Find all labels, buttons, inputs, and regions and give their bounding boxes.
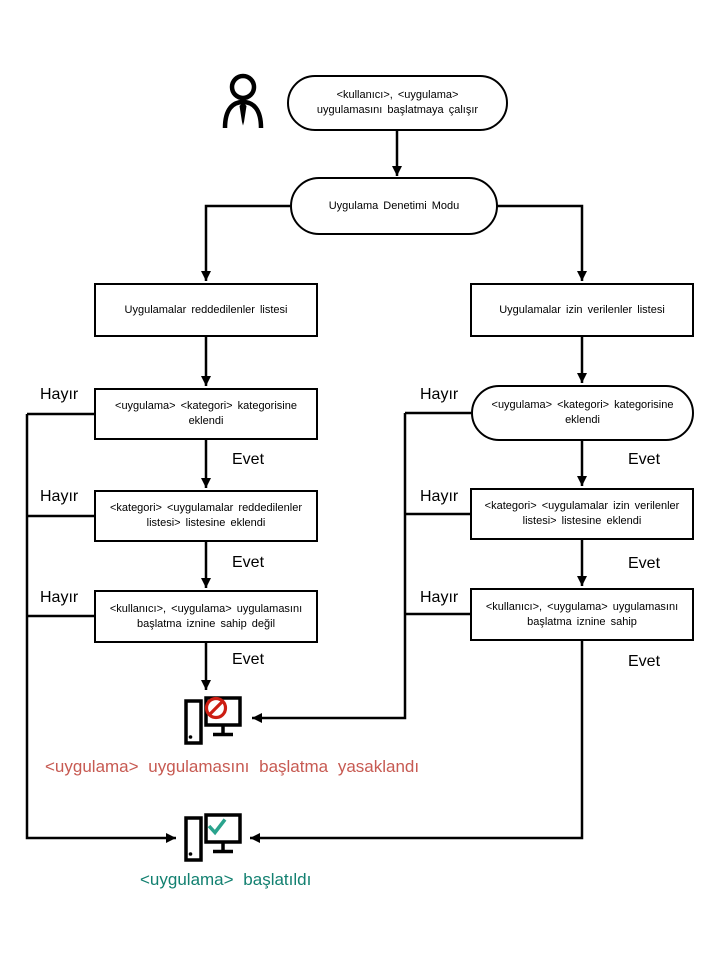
label-yes-left-1: Evet [232,451,265,468]
computer-blocked-icon [182,692,244,748]
computer-started-icon [182,813,244,865]
caption-started: <uygulama> başlatıldı [140,870,312,889]
label-yes-right-3: Evet [628,653,661,670]
label-yes-left-2: Evet [232,554,265,571]
node-denylist: Uygulamalar reddedilenler listesi [94,283,318,337]
label-no-right-3: Hayır [420,589,459,606]
label-yes-right-2: Evet [628,555,661,572]
node-has-permission: <kullanıcı>, <uygulama> uygulamasını baş… [470,588,694,641]
user-icon [219,72,267,130]
label-no-left-1: Hayır [40,386,79,403]
caption-blocked: <uygulama> uygulamasını başlatma yasakla… [45,757,420,776]
node-no-permission: <kullanıcı>, <uygulama> uygulamasını baş… [94,590,318,643]
node-deny-category: <uygulama> <kategori> kategorisine eklen… [94,388,318,440]
node-allow-list-added: <kategori> <uygulamalar izin verilenler … [470,488,694,540]
node-allow-category: <uygulama> <kategori> kategorisine eklen… [471,385,694,441]
label-no-left-3: Hayır [40,589,79,606]
label-no-right-1: Hayır [420,386,459,403]
label-no-left-2: Hayır [40,488,79,505]
label-yes-left-3: Evet [232,651,265,668]
node-deny-list-added: <kategori> <uygulamalar reddedilenler li… [94,490,318,542]
node-allowlist: Uygulamalar izin verilenler listesi [470,283,694,337]
label-yes-right-1: Evet [628,451,661,468]
node-start: <kullanıcı>, <uygulama> uygulamasını baş… [287,75,508,131]
node-mode: Uygulama Denetimi Modu [290,177,498,235]
label-no-right-2: Hayır [420,488,459,505]
